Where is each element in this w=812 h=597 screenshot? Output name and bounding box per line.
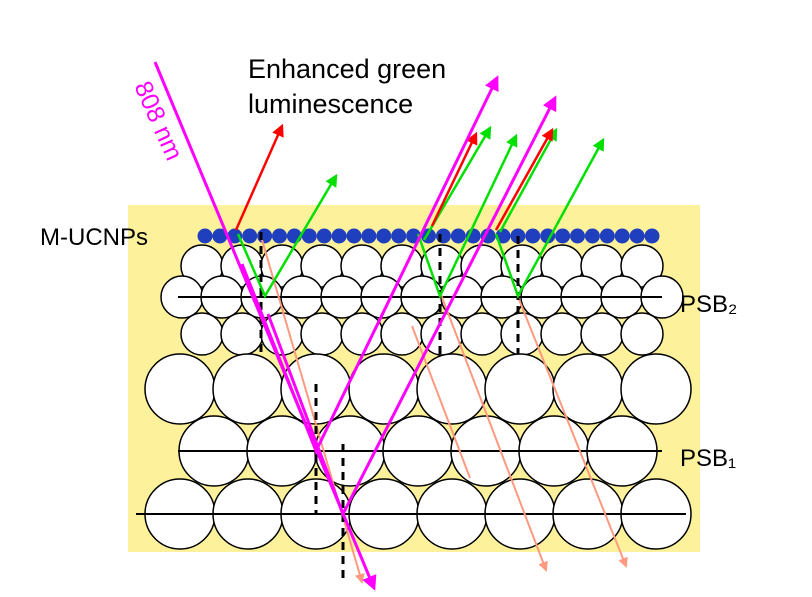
transmitted-emission-arrows <box>261 239 628 584</box>
sphere <box>620 353 692 425</box>
nanoparticle <box>257 228 273 244</box>
nanoparticle <box>376 228 392 244</box>
colloidal-sphere-layers <box>144 244 692 550</box>
nanoparticle <box>331 228 347 244</box>
nanoparticle <box>644 228 660 244</box>
nanoparticle <box>525 228 541 244</box>
sphere <box>460 312 504 356</box>
mucnps-label: M-UCNPs <box>40 224 148 251</box>
psb1-label: PSB₁ <box>680 445 736 472</box>
sphere <box>380 312 424 356</box>
sphere <box>540 312 584 356</box>
sphere <box>212 353 284 425</box>
sphere <box>300 312 344 356</box>
sphere <box>500 312 544 356</box>
nanoparticle <box>197 228 213 244</box>
sphere <box>552 353 624 425</box>
sphere <box>620 244 664 288</box>
sphere <box>180 312 224 356</box>
nanoparticle <box>614 228 630 244</box>
nanoparticle-row <box>197 228 660 244</box>
nanoparticle <box>272 228 287 244</box>
nanoparticle <box>316 228 332 244</box>
nanoparticle <box>212 228 228 244</box>
nanoparticle <box>361 228 377 244</box>
nanoparticle <box>435 228 451 244</box>
sphere <box>144 353 216 425</box>
nanoparticle <box>346 228 362 244</box>
sphere <box>220 312 264 356</box>
nanoparticle <box>227 228 243 244</box>
title-line-2: luminescence <box>248 89 413 119</box>
nanoparticle <box>584 228 600 244</box>
nanoparticle <box>599 228 615 244</box>
excitation-laser-path <box>153 61 557 591</box>
sphere <box>580 312 624 356</box>
nanoparticle <box>450 228 466 244</box>
psb2-label: PSB₂ <box>680 291 737 318</box>
nanoparticle <box>629 228 645 244</box>
nanoparticle <box>570 228 585 244</box>
nanoparticle <box>391 228 407 244</box>
title-line-1: Enhanced green <box>248 54 446 84</box>
sphere <box>340 312 384 356</box>
sphere <box>620 312 664 356</box>
nanoparticle <box>242 228 258 244</box>
red-emission-arrows <box>234 123 554 231</box>
nanoparticle <box>301 228 317 244</box>
nanoparticle <box>555 228 571 244</box>
